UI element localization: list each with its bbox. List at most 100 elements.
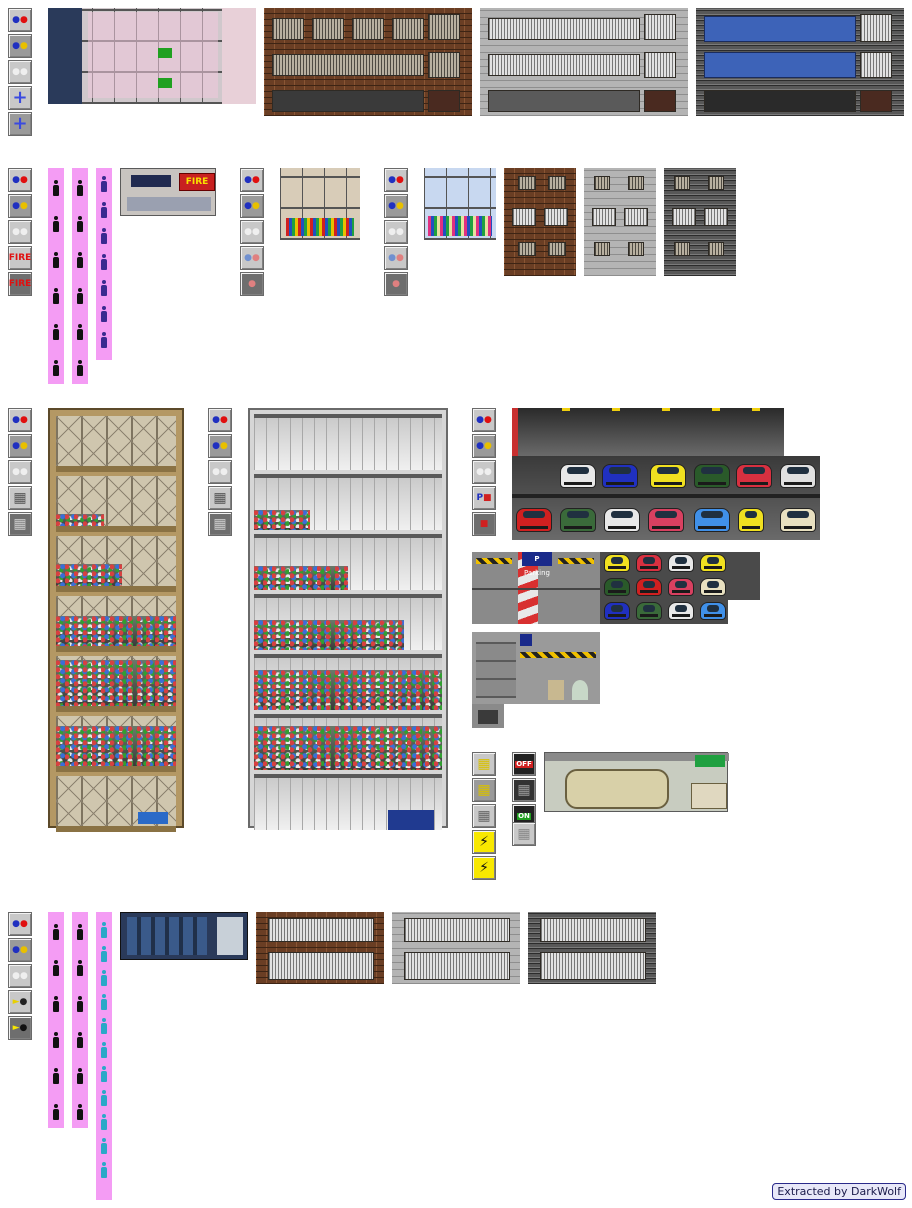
walk-strip-black-1 [48, 168, 64, 384]
recycling-people-disabled-icon[interactable]: ●● [8, 460, 32, 484]
condo-people-icon[interactable]: ●● [384, 168, 408, 192]
window [428, 14, 460, 40]
window [594, 176, 610, 190]
office-interior-sprite [48, 8, 256, 104]
window [860, 90, 892, 112]
flashlight-icon[interactable]: ►● [8, 990, 32, 1014]
mini-car [668, 602, 694, 620]
walker-figure [100, 176, 108, 192]
parking-people-disabled-icon[interactable]: ●● [472, 460, 496, 484]
switch-mid-icon[interactable]: ▦ [512, 778, 536, 802]
walker-figure [100, 202, 108, 218]
recycling2-people-icon[interactable]: ●● [208, 408, 232, 432]
mini-car [604, 578, 630, 596]
hotel-guest-selected-icon[interactable]: ● [240, 272, 264, 296]
people-selected-icon[interactable]: ●● [8, 194, 32, 218]
plus-selected-icon[interactable]: + [8, 112, 32, 136]
trash2-selected-icon[interactable]: ▦ [208, 512, 232, 536]
ramp-door [548, 680, 564, 700]
condo-guest-icon[interactable]: ●● [384, 246, 408, 270]
trash2-icon[interactable]: ▦ [208, 486, 232, 510]
window [860, 14, 892, 42]
maint-people-icon[interactable]: ●● [8, 912, 32, 936]
maint-people-disabled-icon[interactable]: ●● [8, 964, 32, 988]
office-people-icon[interactable]: ●● [8, 8, 32, 32]
mini-car [636, 602, 662, 620]
fire-sign-text: FIRE [185, 177, 209, 187]
hotel-people-selected-icon[interactable]: ●● [240, 194, 264, 218]
condo-people-disabled-icon[interactable]: ●● [384, 220, 408, 244]
flashlight-selected-icon[interactable]: ►● [8, 1016, 32, 1040]
trash-pile [254, 620, 405, 650]
lightning-icon[interactable]: ⚡ [472, 830, 496, 854]
control-desk [127, 197, 211, 211]
walker-figure [100, 1018, 108, 1034]
power-building-icon[interactable]: ▦ [472, 752, 496, 776]
switch-off-icon[interactable]: OFF [512, 752, 536, 776]
walker-figure [76, 288, 84, 304]
power-building-selected-icon[interactable]: ▦ [472, 778, 496, 802]
vent-concrete-facade [392, 912, 520, 984]
fire-selected-icon[interactable]: FIRE [8, 272, 32, 296]
maint-people-selected-icon[interactable]: ●● [8, 938, 32, 962]
window [708, 242, 724, 256]
recycling2-people-selected-icon[interactable]: ●● [208, 434, 232, 458]
switch-disabled-icon[interactable]: ▦ [512, 822, 536, 846]
maint-window [217, 917, 243, 955]
trash-pile [254, 566, 348, 590]
walker-figure [52, 180, 60, 196]
car [780, 508, 816, 532]
walk-strip-black-2 [72, 168, 88, 384]
plus-icon[interactable]: + [8, 86, 32, 110]
walker-figure [76, 1032, 84, 1048]
recycling-people-icon[interactable]: ●● [8, 408, 32, 432]
parking-sign: P Parking [522, 552, 552, 577]
vent-grille [540, 952, 646, 980]
walker-figure [100, 946, 108, 962]
ceiling-lamp [612, 408, 620, 411]
maintenance-office-sprite [120, 912, 248, 960]
hotel-guest-icon[interactable]: ●● [240, 246, 264, 270]
car [738, 508, 764, 532]
parking-deck [512, 456, 820, 540]
ceiling-lamp [752, 408, 760, 411]
window [644, 90, 676, 112]
people-disabled-icon[interactable]: ●● [8, 220, 32, 244]
ceiling-lamp [712, 408, 720, 411]
fire-control-room: FIRE [120, 168, 216, 216]
parking-people-icon[interactable]: ●● [472, 408, 496, 432]
mini-car [604, 554, 630, 572]
parking-selected-icon[interactable]: ■ [472, 512, 496, 536]
office-people-disabled-icon[interactable]: ●● [8, 60, 32, 84]
window-row [488, 18, 640, 40]
recycling2-people-disabled-icon[interactable]: ●● [208, 460, 232, 484]
hotel-people-disabled-icon[interactable]: ●● [240, 220, 264, 244]
walker-figure [100, 1042, 108, 1058]
hotel-people-icon[interactable]: ●● [240, 168, 264, 192]
parking-icon[interactable]: P■ [472, 486, 496, 510]
parking-people-selected-icon[interactable]: ●● [472, 434, 496, 458]
center-floor [254, 594, 442, 650]
condo-guest-selected-icon[interactable]: ● [384, 272, 408, 296]
lightning-selected-icon[interactable]: ⚡ [472, 856, 496, 880]
window [592, 208, 616, 226]
center-floor [254, 714, 442, 770]
window [674, 176, 690, 190]
vent-grille [268, 952, 374, 980]
window-row-blue [704, 52, 856, 78]
trash-icon[interactable]: ▦ [8, 486, 32, 510]
window [512, 208, 536, 226]
trash-selected-icon[interactable]: ▦ [8, 512, 32, 536]
power-building-disabled-icon[interactable]: ▦ [472, 804, 496, 828]
walker-figure [52, 360, 60, 376]
parking-sign-text: Parking [524, 569, 550, 577]
parking-ramp [472, 632, 600, 704]
fire-icon[interactable]: FIRE [8, 246, 32, 270]
office-people-selected-icon[interactable]: ●● [8, 34, 32, 58]
people-icon[interactable]: ●● [8, 168, 32, 192]
walker-figure [100, 332, 108, 348]
condo-people-selected-icon[interactable]: ●● [384, 194, 408, 218]
window [428, 52, 460, 78]
ceiling-lamp [662, 408, 670, 411]
recycling-people-selected-icon[interactable]: ●● [8, 434, 32, 458]
